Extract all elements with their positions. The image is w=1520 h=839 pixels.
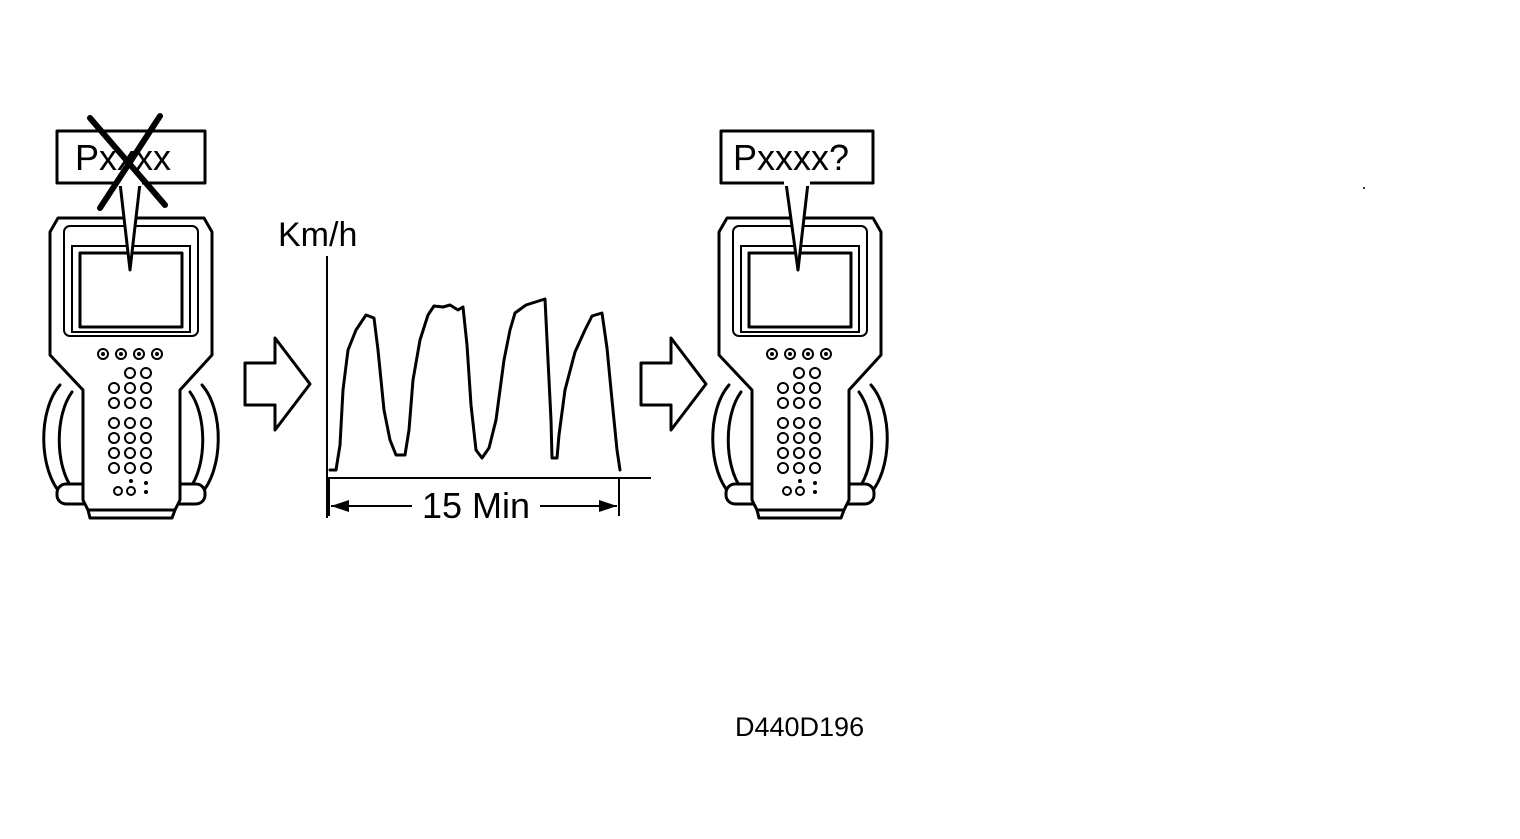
- speed-trace: [328, 297, 622, 472]
- cross-out-mark: [87, 113, 168, 211]
- right-bubble-text: Pxxxx?: [733, 137, 849, 178]
- duration-label: 15 Min: [422, 485, 530, 526]
- right-speech-bubble: Pxxxx?: [719, 129, 875, 272]
- stray-dot: [1363, 187, 1365, 189]
- right-arrow-2: [639, 336, 708, 432]
- figure-code: D440D196: [735, 712, 864, 742]
- y-axis-label: Km/h: [278, 216, 357, 254]
- right-arrow-1: [243, 336, 312, 432]
- speed-chart: Km/h 15 Min: [278, 216, 651, 526]
